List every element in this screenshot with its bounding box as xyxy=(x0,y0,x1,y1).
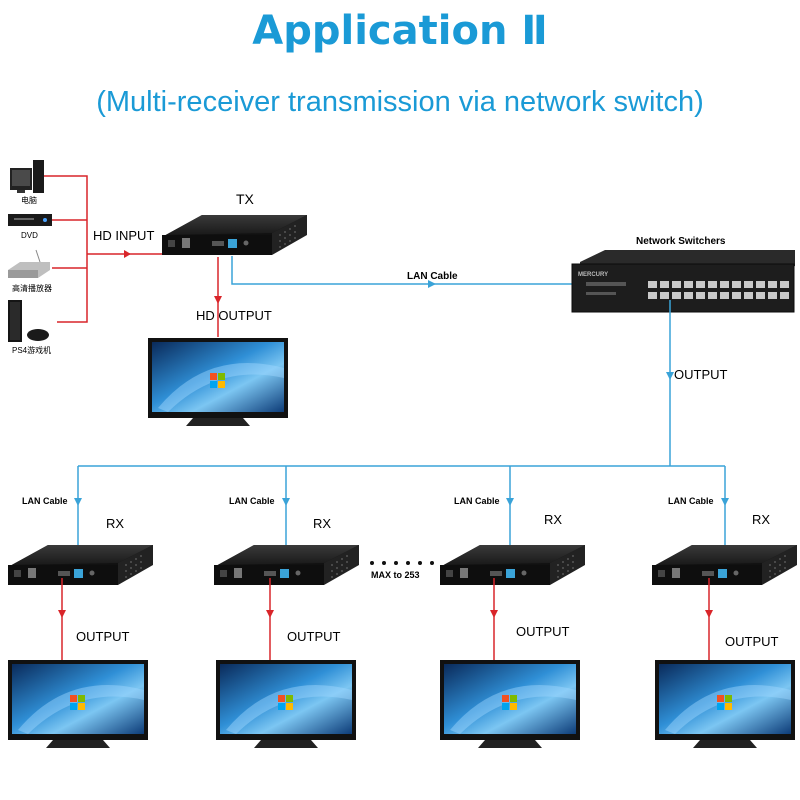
receiver-unit: LAN Cable RX OUTPUT xyxy=(8,466,153,748)
lan-cable-arrow xyxy=(428,280,436,288)
switch-output-label: OUTPUT xyxy=(674,367,728,382)
computer-icon xyxy=(10,160,44,193)
page-subtitle: (Multi-receiver transmission via network… xyxy=(96,86,704,118)
rx-label: RX xyxy=(544,512,562,527)
rx-monitor xyxy=(655,660,795,748)
tx-label: TX xyxy=(236,191,255,207)
rx-output-label: OUTPUT xyxy=(76,629,130,644)
source-label-computer: 电脑 xyxy=(21,195,37,205)
game-console-icon xyxy=(8,300,49,342)
hd-input-arrow xyxy=(124,250,131,258)
source-label-hd-player: 高清播放器 xyxy=(12,283,52,293)
rx-monitor xyxy=(440,660,580,748)
page-title: Application Ⅱ xyxy=(252,8,548,54)
dvd-player-icon xyxy=(8,214,52,226)
rx-output-label: OUTPUT xyxy=(516,624,570,639)
hd-input-label: HD INPUT xyxy=(93,228,154,243)
receiver-unit: LAN Cable RX OUTPUT xyxy=(214,466,359,748)
receiver-unit: LAN Cable RX OUTPUT xyxy=(652,466,797,748)
rx-lan-label: LAN Cable xyxy=(229,496,275,506)
max-receivers-label: MAX to 253 xyxy=(371,570,420,580)
rx-lan-label: LAN Cable xyxy=(22,496,68,506)
hd-output-label: HD OUTPUT xyxy=(196,308,272,323)
hd-output-arrow xyxy=(214,296,222,304)
lan-cable-main xyxy=(231,256,670,285)
rx-label: RX xyxy=(752,512,770,527)
rx-output-label: OUTPUT xyxy=(725,634,779,649)
network-switch-label: Network Switchers xyxy=(636,236,726,247)
receiver-unit: LAN Cable RX OUTPUT xyxy=(440,466,585,748)
rx-output-label: OUTPUT xyxy=(287,629,341,644)
local-monitor xyxy=(148,338,288,426)
rx-monitor xyxy=(8,660,148,748)
rx-monitor xyxy=(216,660,356,748)
rx-lan-label: LAN Cable xyxy=(454,496,500,506)
lan-cable-main-label: LAN Cable xyxy=(407,271,458,282)
rx-lan-label: LAN Cable xyxy=(668,496,714,506)
hd-player-icon xyxy=(8,249,50,278)
switch-brand: MERCURY xyxy=(578,272,608,278)
rx-label: RX xyxy=(106,516,124,531)
switch-output-arrow xyxy=(666,372,674,380)
rx-label: RX xyxy=(313,516,331,531)
more-receivers-dots xyxy=(370,561,434,565)
hd-input-lines xyxy=(44,175,176,323)
network-switch: MERCURY xyxy=(571,250,795,313)
tx-transmitter xyxy=(162,215,307,255)
source-label-dvd: DVD xyxy=(21,231,38,240)
source-label-game-console: PS4游戏机 xyxy=(12,345,51,355)
